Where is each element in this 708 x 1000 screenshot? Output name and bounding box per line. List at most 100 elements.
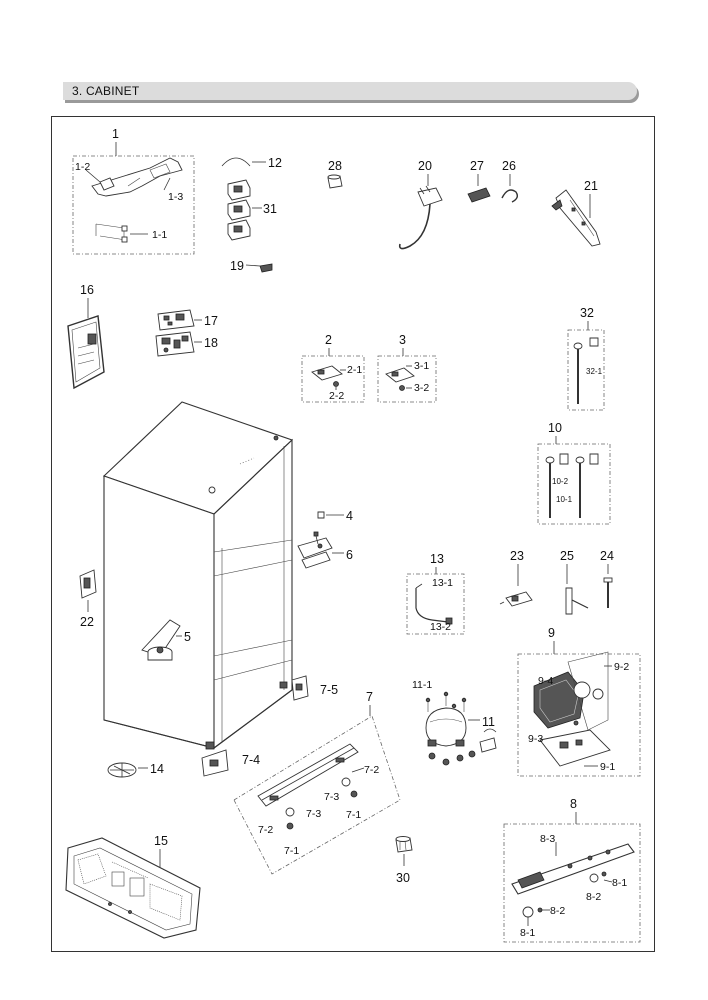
part-27 xyxy=(467,187,491,203)
part-8-base-plate xyxy=(511,843,635,895)
label-part-8-1-right: 8-1 xyxy=(612,877,627,889)
label-part-1: 1 xyxy=(112,127,119,141)
part-5-hinge xyxy=(141,619,181,661)
section-header: 3. CABINET xyxy=(63,82,639,104)
part-9-fan-assembly xyxy=(533,651,611,767)
part-7-rollers xyxy=(285,777,358,830)
label-part-5: 5 xyxy=(184,630,191,644)
label-part-2-2: 2-2 xyxy=(329,390,344,402)
part-1-group xyxy=(72,142,195,255)
label-part-17: 17 xyxy=(204,314,218,328)
label-part-9: 9 xyxy=(548,626,555,640)
label-part-27: 27 xyxy=(470,159,484,173)
part-15-back-cover xyxy=(65,837,201,939)
label-part-15: 15 xyxy=(154,834,168,848)
part-31-clips xyxy=(227,179,251,241)
label-part-10-2: 10-2 xyxy=(552,477,569,486)
label-part-23: 23 xyxy=(510,549,524,563)
label-part-13-2: 13-2 xyxy=(430,621,451,633)
label-part-9-4: 9-4 xyxy=(538,675,553,687)
label-part-9-1: 9-1 xyxy=(600,761,615,773)
label-part-7-2-lower: 7-2 xyxy=(258,824,273,836)
part-10-pins xyxy=(545,453,599,518)
part-11-compressor xyxy=(425,691,497,766)
part-23 xyxy=(499,591,533,607)
part-3-hinge xyxy=(385,367,415,383)
label-part-32: 32 xyxy=(580,306,594,320)
label-part-1-2: 1-2 xyxy=(75,161,90,173)
label-part-8-2-left: 8-2 xyxy=(550,905,565,917)
label-part-22: 22 xyxy=(80,615,94,629)
label-part-21: 21 xyxy=(584,179,598,193)
label-part-32-1: 32-1 xyxy=(586,367,603,376)
part-18-board xyxy=(155,331,195,357)
label-part-30: 30 xyxy=(396,871,410,885)
part-12-wire xyxy=(221,157,251,167)
label-part-7-4: 7-4 xyxy=(242,753,260,767)
label-part-25: 25 xyxy=(560,549,574,563)
part-2-hinge xyxy=(311,365,343,381)
label-part-13-1: 13-1 xyxy=(432,577,453,589)
label-part-9-3: 9-3 xyxy=(528,733,543,745)
label-part-28: 28 xyxy=(328,159,342,173)
label-part-24: 24 xyxy=(600,549,614,563)
label-part-7-3-lower: 7-3 xyxy=(306,808,321,820)
part-22-bracket xyxy=(79,569,97,599)
part-6-hinge xyxy=(297,531,333,569)
label-part-19: 19 xyxy=(230,259,244,273)
part-19 xyxy=(259,263,273,273)
label-part-3-2: 3-2 xyxy=(414,382,429,394)
label-part-7: 7 xyxy=(366,690,373,704)
label-part-12: 12 xyxy=(268,156,282,170)
label-part-4: 4 xyxy=(346,509,353,523)
label-part-6: 6 xyxy=(346,548,353,562)
label-part-1-1: 1-1 xyxy=(152,229,167,241)
label-part-13: 13 xyxy=(430,552,444,566)
part-20-power-cord xyxy=(398,185,443,250)
label-part-11: 11 xyxy=(482,715,495,729)
part-32-pins xyxy=(573,337,599,404)
label-part-10-1: 10-1 xyxy=(556,495,573,504)
label-part-8: 8 xyxy=(570,797,577,811)
label-part-8-2-right: 8-2 xyxy=(586,891,601,903)
part-24-pin xyxy=(603,577,613,608)
part-14-leveling-foot xyxy=(107,762,137,778)
diagram-frame xyxy=(51,116,655,952)
part-17-board xyxy=(157,309,195,331)
label-part-2: 2 xyxy=(325,333,332,347)
label-part-31: 31 xyxy=(263,202,277,216)
label-part-14: 14 xyxy=(150,762,164,776)
label-part-18: 18 xyxy=(204,336,218,350)
label-part-9-2: 9-2 xyxy=(614,661,629,673)
label-part-20: 20 xyxy=(418,159,432,173)
part-21-bracket xyxy=(551,189,601,247)
refrigerator-cabinet xyxy=(102,401,294,750)
part-26 xyxy=(501,189,519,203)
part-7-5 xyxy=(291,675,309,701)
label-part-7-2-upper: 7-2 xyxy=(364,764,379,776)
label-part-8-1-left: 8-1 xyxy=(520,927,535,939)
label-part-26: 26 xyxy=(502,159,516,173)
section-title: 3. CABINET xyxy=(72,84,140,98)
label-part-3-1: 3-1 xyxy=(414,360,429,372)
label-part-7-1-lower: 7-1 xyxy=(284,845,299,857)
label-part-7-1-upper: 7-1 xyxy=(346,809,361,821)
part-13-sensor xyxy=(415,583,453,625)
part-8-rollers xyxy=(522,871,607,918)
label-part-16: 16 xyxy=(80,283,94,297)
part-16-cover xyxy=(67,315,105,390)
part-30-cap xyxy=(395,836,413,853)
section-header-bar xyxy=(63,82,637,100)
label-part-8-3: 8-3 xyxy=(540,833,555,845)
part-4 xyxy=(317,511,325,519)
label-part-7-5: 7-5 xyxy=(320,683,338,697)
label-part-2-1: 2-1 xyxy=(347,364,362,376)
label-part-7-3-upper: 7-3 xyxy=(324,791,339,803)
label-part-1-3: 1-3 xyxy=(168,191,183,203)
label-part-11-1: 11-1 xyxy=(412,679,432,691)
part-25-tube xyxy=(565,587,589,615)
label-part-10: 10 xyxy=(548,421,562,435)
label-part-3: 3 xyxy=(399,333,406,347)
part-7-4 xyxy=(201,749,229,777)
